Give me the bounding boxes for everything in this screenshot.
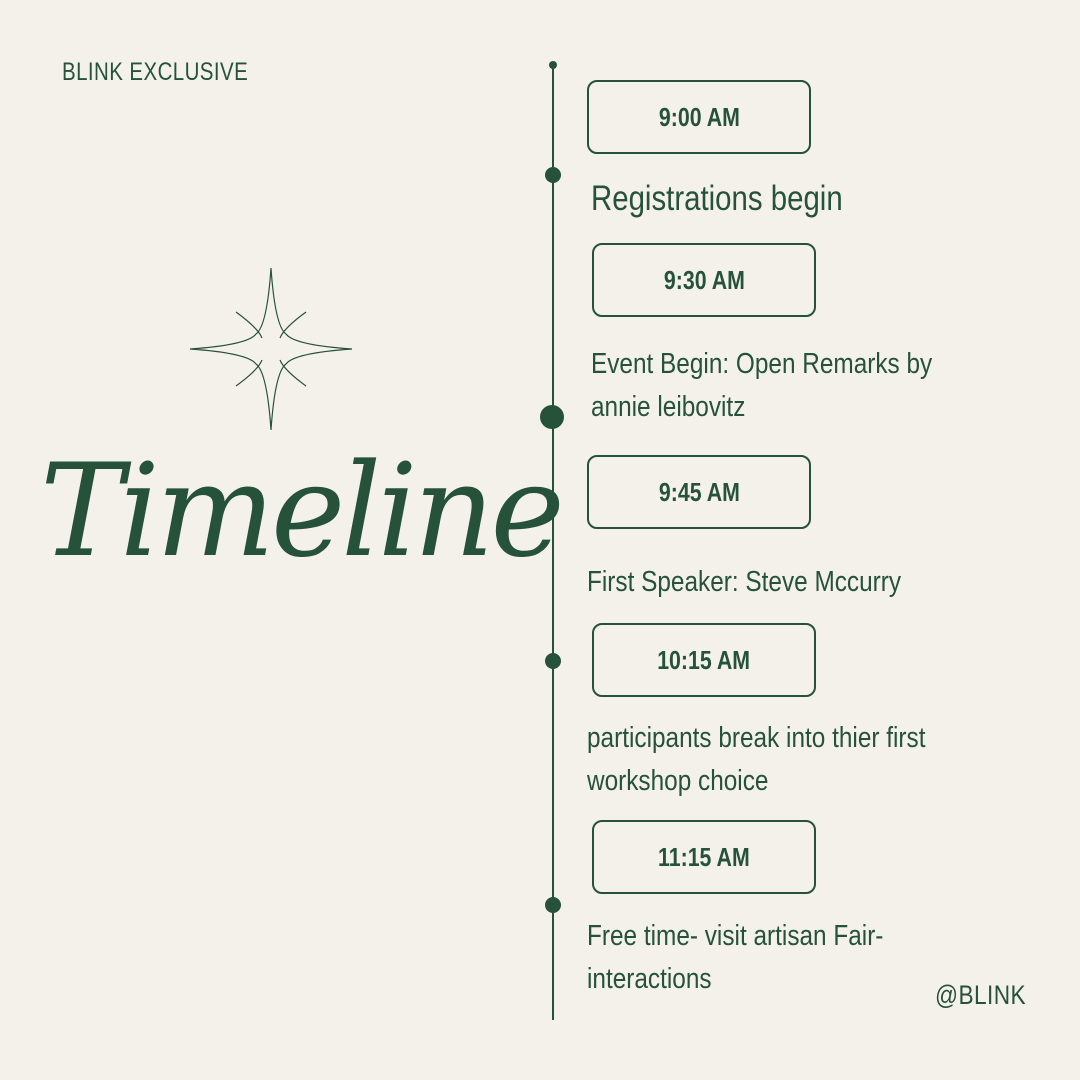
event-description: Registrations begin <box>591 177 843 220</box>
time-box: 9:45 AM <box>587 455 811 529</box>
event-line: Event Begin: Open Remarks by <box>591 348 933 380</box>
event-description: First Speaker: Steve Mccurry <box>587 561 901 604</box>
event-line: interactions <box>587 963 712 995</box>
time-label: 9:00 AM <box>658 101 740 132</box>
timeline-dot <box>545 897 561 913</box>
time-label: 11:15 AM <box>658 841 750 872</box>
timeline-start-dot <box>549 61 557 69</box>
timeline-dot <box>545 167 561 183</box>
brand-label: BLINK EXCLUSIVE <box>62 58 249 86</box>
time-box: 10:15 AM <box>592 623 816 697</box>
event-line: First Speaker: Steve Mccurry <box>587 566 902 598</box>
event-line: participants break into thier first <box>587 722 926 754</box>
event-line: Free time- visit artisan Fair- <box>587 920 884 952</box>
event-description: Event Begin: Open Remarks by annie leibo… <box>591 343 932 429</box>
timeline-axis <box>552 65 554 1020</box>
time-label: 10:15 AM <box>657 644 751 675</box>
event-line: workshop choice <box>587 765 769 797</box>
time-box: 9:30 AM <box>592 243 816 317</box>
sparkle-icon <box>189 267 353 431</box>
time-label: 9:45 AM <box>658 476 740 507</box>
time-box: 9:00 AM <box>587 80 811 154</box>
page-title: Timeline <box>40 437 565 586</box>
event-description: Free time- visit artisan Fair- interacti… <box>587 915 883 1001</box>
social-handle: @BLINK <box>935 980 1027 1010</box>
event-description: participants break into thier first work… <box>587 717 925 803</box>
timeline-dot <box>540 405 564 429</box>
event-line: annie leibovitz <box>591 391 746 423</box>
timeline-dot <box>545 653 561 669</box>
time-label: 9:30 AM <box>663 264 745 295</box>
event-line: Registrations begin <box>591 179 843 218</box>
time-box: 11:15 AM <box>592 820 816 894</box>
